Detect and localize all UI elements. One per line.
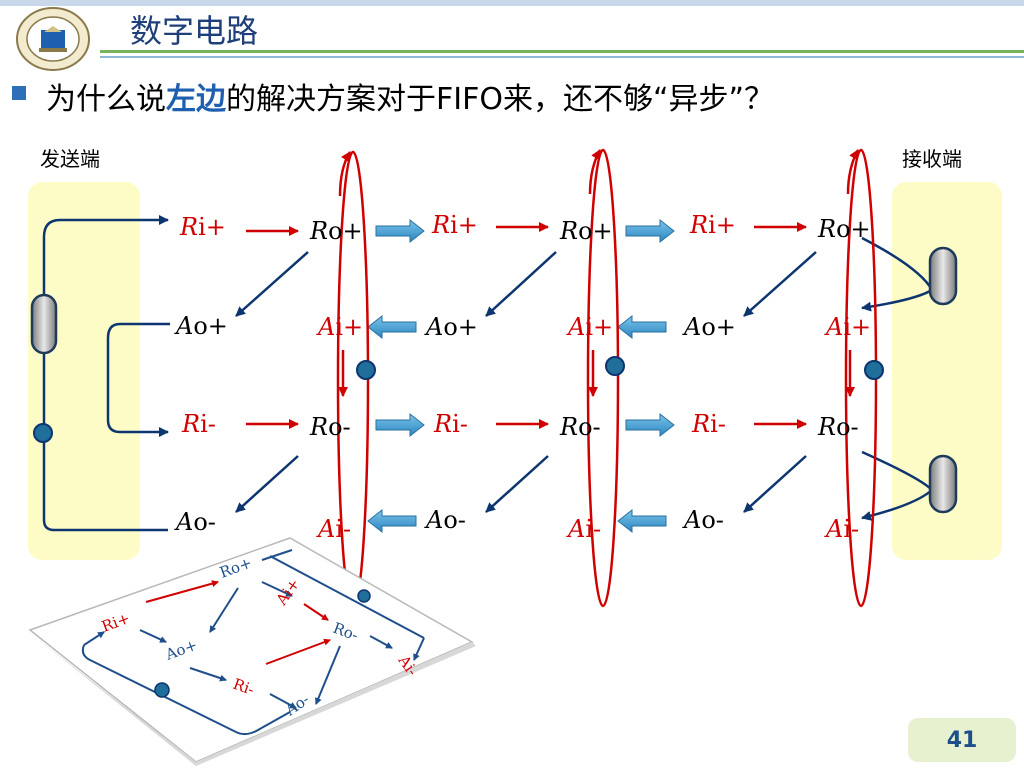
page-number: 41 (908, 718, 1016, 762)
receiver-capacitor-lower-icon (928, 454, 958, 514)
node-c4-ai-plus: Ai+ (568, 313, 614, 341)
node-c6-ro-minus: Ro- (818, 413, 859, 441)
request-arrows (246, 222, 855, 429)
loop-junction-1-icon (356, 360, 376, 380)
loop-junction-2-icon (605, 356, 625, 376)
node-c4-ro-minus: Ro- (560, 413, 601, 441)
question-highlight: 左边 (166, 82, 226, 117)
node-c1-ri-plus: Ri+ (180, 213, 226, 241)
sender-junction-icon (33, 423, 53, 443)
block-arrows-left (367, 314, 667, 534)
node-c6-ai-plus: Ai+ (826, 313, 872, 341)
node-c1-ri-minus: Ri- (182, 410, 216, 438)
receiver-label: 接收端 (902, 147, 962, 171)
slide-question: 为什么说左边的解决方案对于FIFO来，还不够“异步”？ (46, 74, 774, 118)
node-c4-ai-minus: Ai- (568, 515, 602, 543)
node-c3-ri-plus: Ri+ (432, 211, 478, 239)
node-c3-ri-minus: Ri- (434, 410, 468, 438)
header-line-secondary (100, 56, 1024, 58)
node-c1-ao-minus: Ao- (176, 508, 216, 536)
bullet-square-icon (12, 86, 26, 100)
loop-junction-3-icon (864, 360, 884, 380)
slide-title: 数字电路 (130, 12, 259, 50)
sender-label: 发送端 (40, 147, 100, 171)
node-c2-ai-plus: Ai+ (318, 313, 364, 341)
sender-panel (28, 182, 140, 560)
node-c3-ao-minus: Ao- (426, 506, 466, 534)
node-c3-ao-plus: Ao+ (426, 313, 478, 341)
block-arrows-right (375, 218, 675, 438)
top-bar (0, 0, 1024, 6)
node-c5-ao-minus: Ao- (684, 506, 724, 534)
node-c6-ro-plus: Ro+ (818, 215, 871, 243)
question-part2: 的解决方案对于FIFO来，还不够“异步”？ (226, 82, 775, 117)
sender-wiring (42, 215, 170, 532)
node-c2-ai-minus: Ai- (318, 515, 352, 543)
node-c1-ao-plus: Ao+ (176, 312, 228, 340)
inset-diagram: Ri+ Ro+ Ao+ Ai+ Ro- Ri- Ai- Ao- (28, 537, 476, 766)
node-c5-ao-plus: Ao+ (684, 313, 736, 341)
header-line (100, 50, 1024, 53)
node-c5-ri-plus: Ri+ (690, 211, 736, 239)
node-c2-ro-plus: Ro+ (310, 217, 363, 245)
node-c5-ri-minus: Ri- (692, 410, 726, 438)
receiver-capacitor-upper-icon (928, 246, 958, 306)
acknowledge-arrows (235, 251, 817, 513)
university-logo-icon (16, 7, 90, 71)
node-c4-ro-plus: Ro+ (560, 217, 613, 245)
question-part1: 为什么说 (46, 82, 166, 117)
node-c6-ai-minus: Ai- (826, 515, 860, 543)
node-c2-ro-minus: Ro- (310, 413, 351, 441)
sender-capacitor-icon (30, 293, 58, 355)
